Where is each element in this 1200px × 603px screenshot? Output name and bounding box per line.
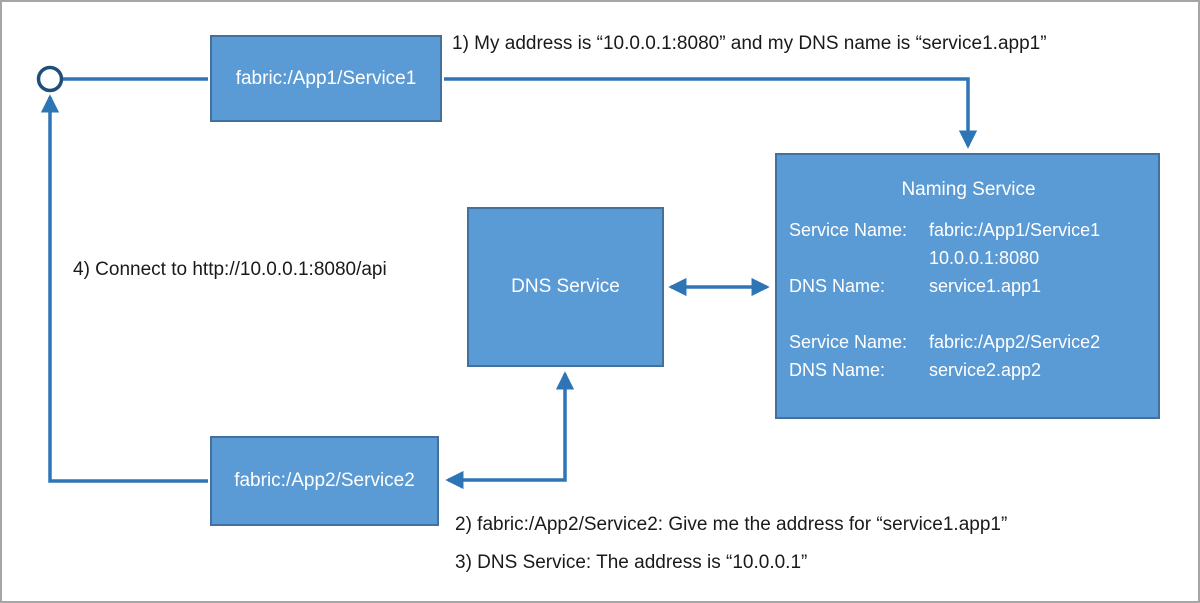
annotation-step4: 4) Connect to http://10.0.0.1:8080/api	[73, 259, 387, 280]
naming-entry-value: 10.0.0.1:8080	[929, 248, 1040, 268]
naming-entry-value: fabric:/App2/Service2	[929, 332, 1101, 352]
naming-entry-label: Service Name:	[789, 332, 908, 352]
naming-entry-value: fabric:/App1/Service1	[929, 220, 1101, 240]
naming-entry-value: service2.app2	[929, 360, 1042, 380]
naming-entry-label: DNS Name:	[789, 276, 886, 296]
start-terminator-circle	[36, 65, 64, 93]
node-service2-label: fabric:/App2/Service2	[234, 470, 415, 491]
naming-service-table: Service Name: fabric:/App1/Service1 10.0…	[789, 216, 1148, 384]
naming-entry-spacer	[789, 300, 1148, 328]
naming-entry-row: Service Name: fabric:/App1/Service1	[789, 216, 1148, 244]
annotation-step1: 1) My address is “10.0.0.1:8080” and my …	[452, 33, 1047, 54]
naming-entry-row: Service Name: fabric:/App2/Service2	[789, 328, 1148, 356]
node-service1-label: fabric:/App1/Service1	[235, 67, 417, 89]
node-dns-service-label: DNS Service	[511, 276, 620, 297]
node-service1: fabric:/App1/Service1	[210, 35, 442, 122]
connector-service2-dns-double-arrow	[445, 371, 575, 490]
connector-service1-to-naming	[444, 77, 978, 149]
node-dns-service: DNS Service	[467, 207, 664, 367]
naming-entry-label: DNS Name:	[789, 360, 886, 380]
naming-entry-row: DNS Name: service2.app2	[789, 356, 1148, 384]
annotation-step2: 2) fabric:/App2/Service2: Give me the ad…	[455, 514, 1008, 535]
connector-service2-to-circle	[40, 94, 208, 483]
node-service2: fabric:/App2/Service2	[210, 436, 439, 526]
naming-entry-value: service1.app1	[929, 276, 1042, 296]
annotation-step3: 3) DNS Service: The address is “10.0.0.1…	[455, 552, 808, 573]
naming-service-title: Naming Service	[901, 179, 1036, 200]
naming-entry-label: Service Name:	[789, 220, 908, 240]
naming-entry-label	[789, 244, 929, 272]
node-naming-service: Naming Service Service Name: fabric:/App…	[775, 153, 1160, 419]
naming-entry-row: DNS Name: service1.app1	[789, 272, 1148, 300]
naming-entry-row: 10.0.0.1:8080	[789, 244, 1148, 272]
